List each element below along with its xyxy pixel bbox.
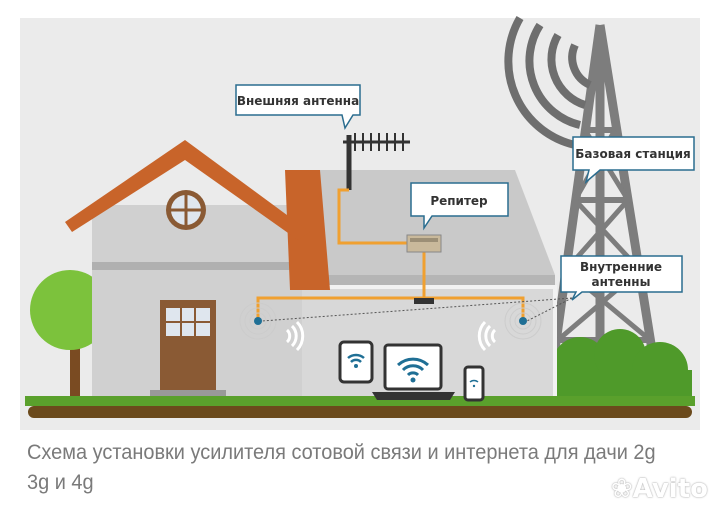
internal-antenna-left [239,302,277,340]
label-text: Внешняя антенна [237,94,359,108]
wifi-waves [285,320,497,352]
image-caption: Схема установки усилителя сотовой связи … [27,441,656,494]
label-text: Репитер [430,194,488,208]
label-text: Базовая станция [575,147,691,161]
label-external-antenna: Внешняя антенна [235,84,361,130]
label-text: Внутренние [580,260,662,274]
laptop-icon [372,343,455,400]
phone-icon [463,365,485,402]
watermark-logo: ❀Avito [610,474,708,504]
label-text: антенны [592,275,651,289]
splitter [414,298,434,304]
internal-antenna-right [504,302,542,340]
house [65,140,330,400]
grass [25,396,695,406]
label-internal-antennas: Внутренние антенны [560,255,683,301]
pointer-lines [261,297,573,322]
tree [30,270,110,400]
external-antenna-icon [343,133,410,190]
signal-waves-icon [504,15,592,149]
tablet-icon [338,340,374,384]
ground [28,406,692,418]
cable [256,188,525,320]
installation-diagram: Внешняя антенна Репитер Базовая станция … [20,15,700,430]
repeater-device [406,234,442,253]
label-repeater: Репитер [410,182,509,231]
label-base-station: Базовая станция [572,136,695,185]
